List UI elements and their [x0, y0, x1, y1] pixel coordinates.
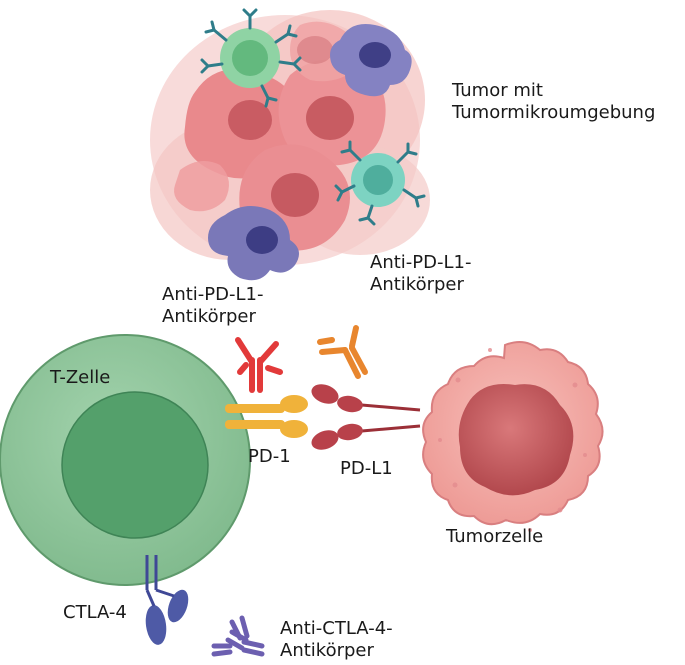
label-anti-pdl1-right-line1: Anti-PD-L1- [370, 252, 472, 273]
tumor-cell [422, 340, 604, 532]
pdl1-ligand [311, 384, 421, 450]
immune-cell-teal [334, 140, 426, 226]
anti-ctla4-antibody [211, 615, 265, 657]
pd1-receptor [225, 395, 308, 438]
immune-cell-green [200, 8, 302, 108]
tumor-microenvironment [150, 8, 430, 281]
label-anti-pdl1-right: Anti-PD-L1- Antikörper [370, 252, 471, 296]
anti-pdl1-antibody-orange [317, 325, 368, 379]
label-anti-pdl1-left: Anti-PD-L1- Antikörper [162, 284, 263, 328]
label-tumor-environment: Tumor mit Tumormikroumgebung [452, 80, 655, 124]
label-anti-pdl1-left-line2: Antikörper [162, 306, 256, 327]
label-ctla4: CTLA-4 [63, 602, 127, 623]
label-t-cell: T-Zelle [50, 367, 111, 388]
label-anti-pdl1-left-line1: Anti-PD-L1- [162, 284, 264, 305]
label-tumor-environment-line2: Tumormikroumgebung [452, 102, 656, 123]
immune-cell-purple-top [330, 24, 412, 97]
label-anti-ctla4-line2: Antikörper [280, 640, 374, 661]
t-cell [0, 334, 251, 586]
ctla4-receptor [145, 555, 189, 645]
immune-cell-purple-bottom [208, 206, 299, 281]
label-pdl1: PD-L1 [340, 458, 393, 479]
label-anti-ctla4: Anti-CTLA-4- Antikörper [280, 618, 393, 662]
label-anti-pdl1-right-line2: Antikörper [370, 274, 464, 295]
label-tumor-cell: Tumorzelle [446, 526, 544, 547]
label-pd1: PD-1 [248, 446, 291, 467]
label-anti-ctla4-line1: Anti-CTLA-4- [280, 618, 393, 639]
label-tumor-environment-line1: Tumor mit [452, 80, 543, 101]
anti-pdl1-antibody-red [235, 337, 283, 393]
